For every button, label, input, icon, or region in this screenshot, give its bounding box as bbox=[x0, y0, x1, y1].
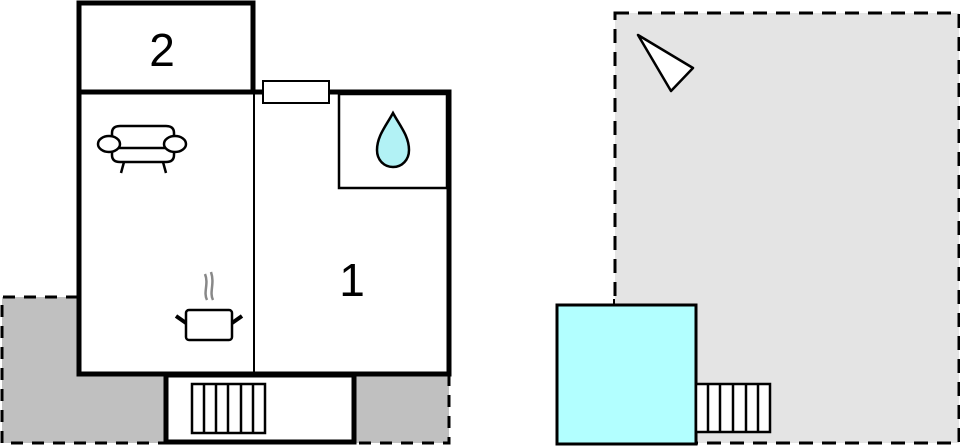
terrace-left-border bbox=[0, 295, 165, 445]
water-drop-icon bbox=[375, 110, 411, 169]
cooking-pot-icon bbox=[174, 271, 244, 342]
room-1-label: 1 bbox=[339, 254, 365, 306]
window bbox=[262, 80, 330, 104]
sofa-icon bbox=[96, 124, 188, 174]
terrace-right bbox=[355, 374, 449, 443]
entry-stairs bbox=[190, 382, 267, 435]
terrace-left bbox=[2, 297, 165, 443]
pool-stairs bbox=[694, 382, 772, 434]
swimming-pool bbox=[555, 303, 698, 446]
room-2-label: 2 bbox=[149, 24, 175, 76]
terrace-right-border bbox=[355, 374, 451, 445]
north-arrow-icon bbox=[636, 33, 695, 93]
